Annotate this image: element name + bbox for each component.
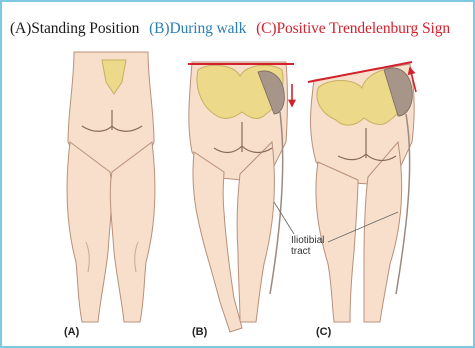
panel-label-c: (C)	[316, 326, 331, 338]
tract-leader-b	[274, 202, 294, 234]
panel-label-b: (B)	[192, 326, 207, 338]
figure-a-standing	[67, 52, 155, 322]
tract-label-line1: Iliotibial	[291, 235, 324, 246]
tract-label-line2: tract	[291, 246, 324, 257]
panel-label-a: (A)	[64, 326, 79, 338]
iliotibial-tract-label: Iliotibial tract	[291, 235, 324, 257]
